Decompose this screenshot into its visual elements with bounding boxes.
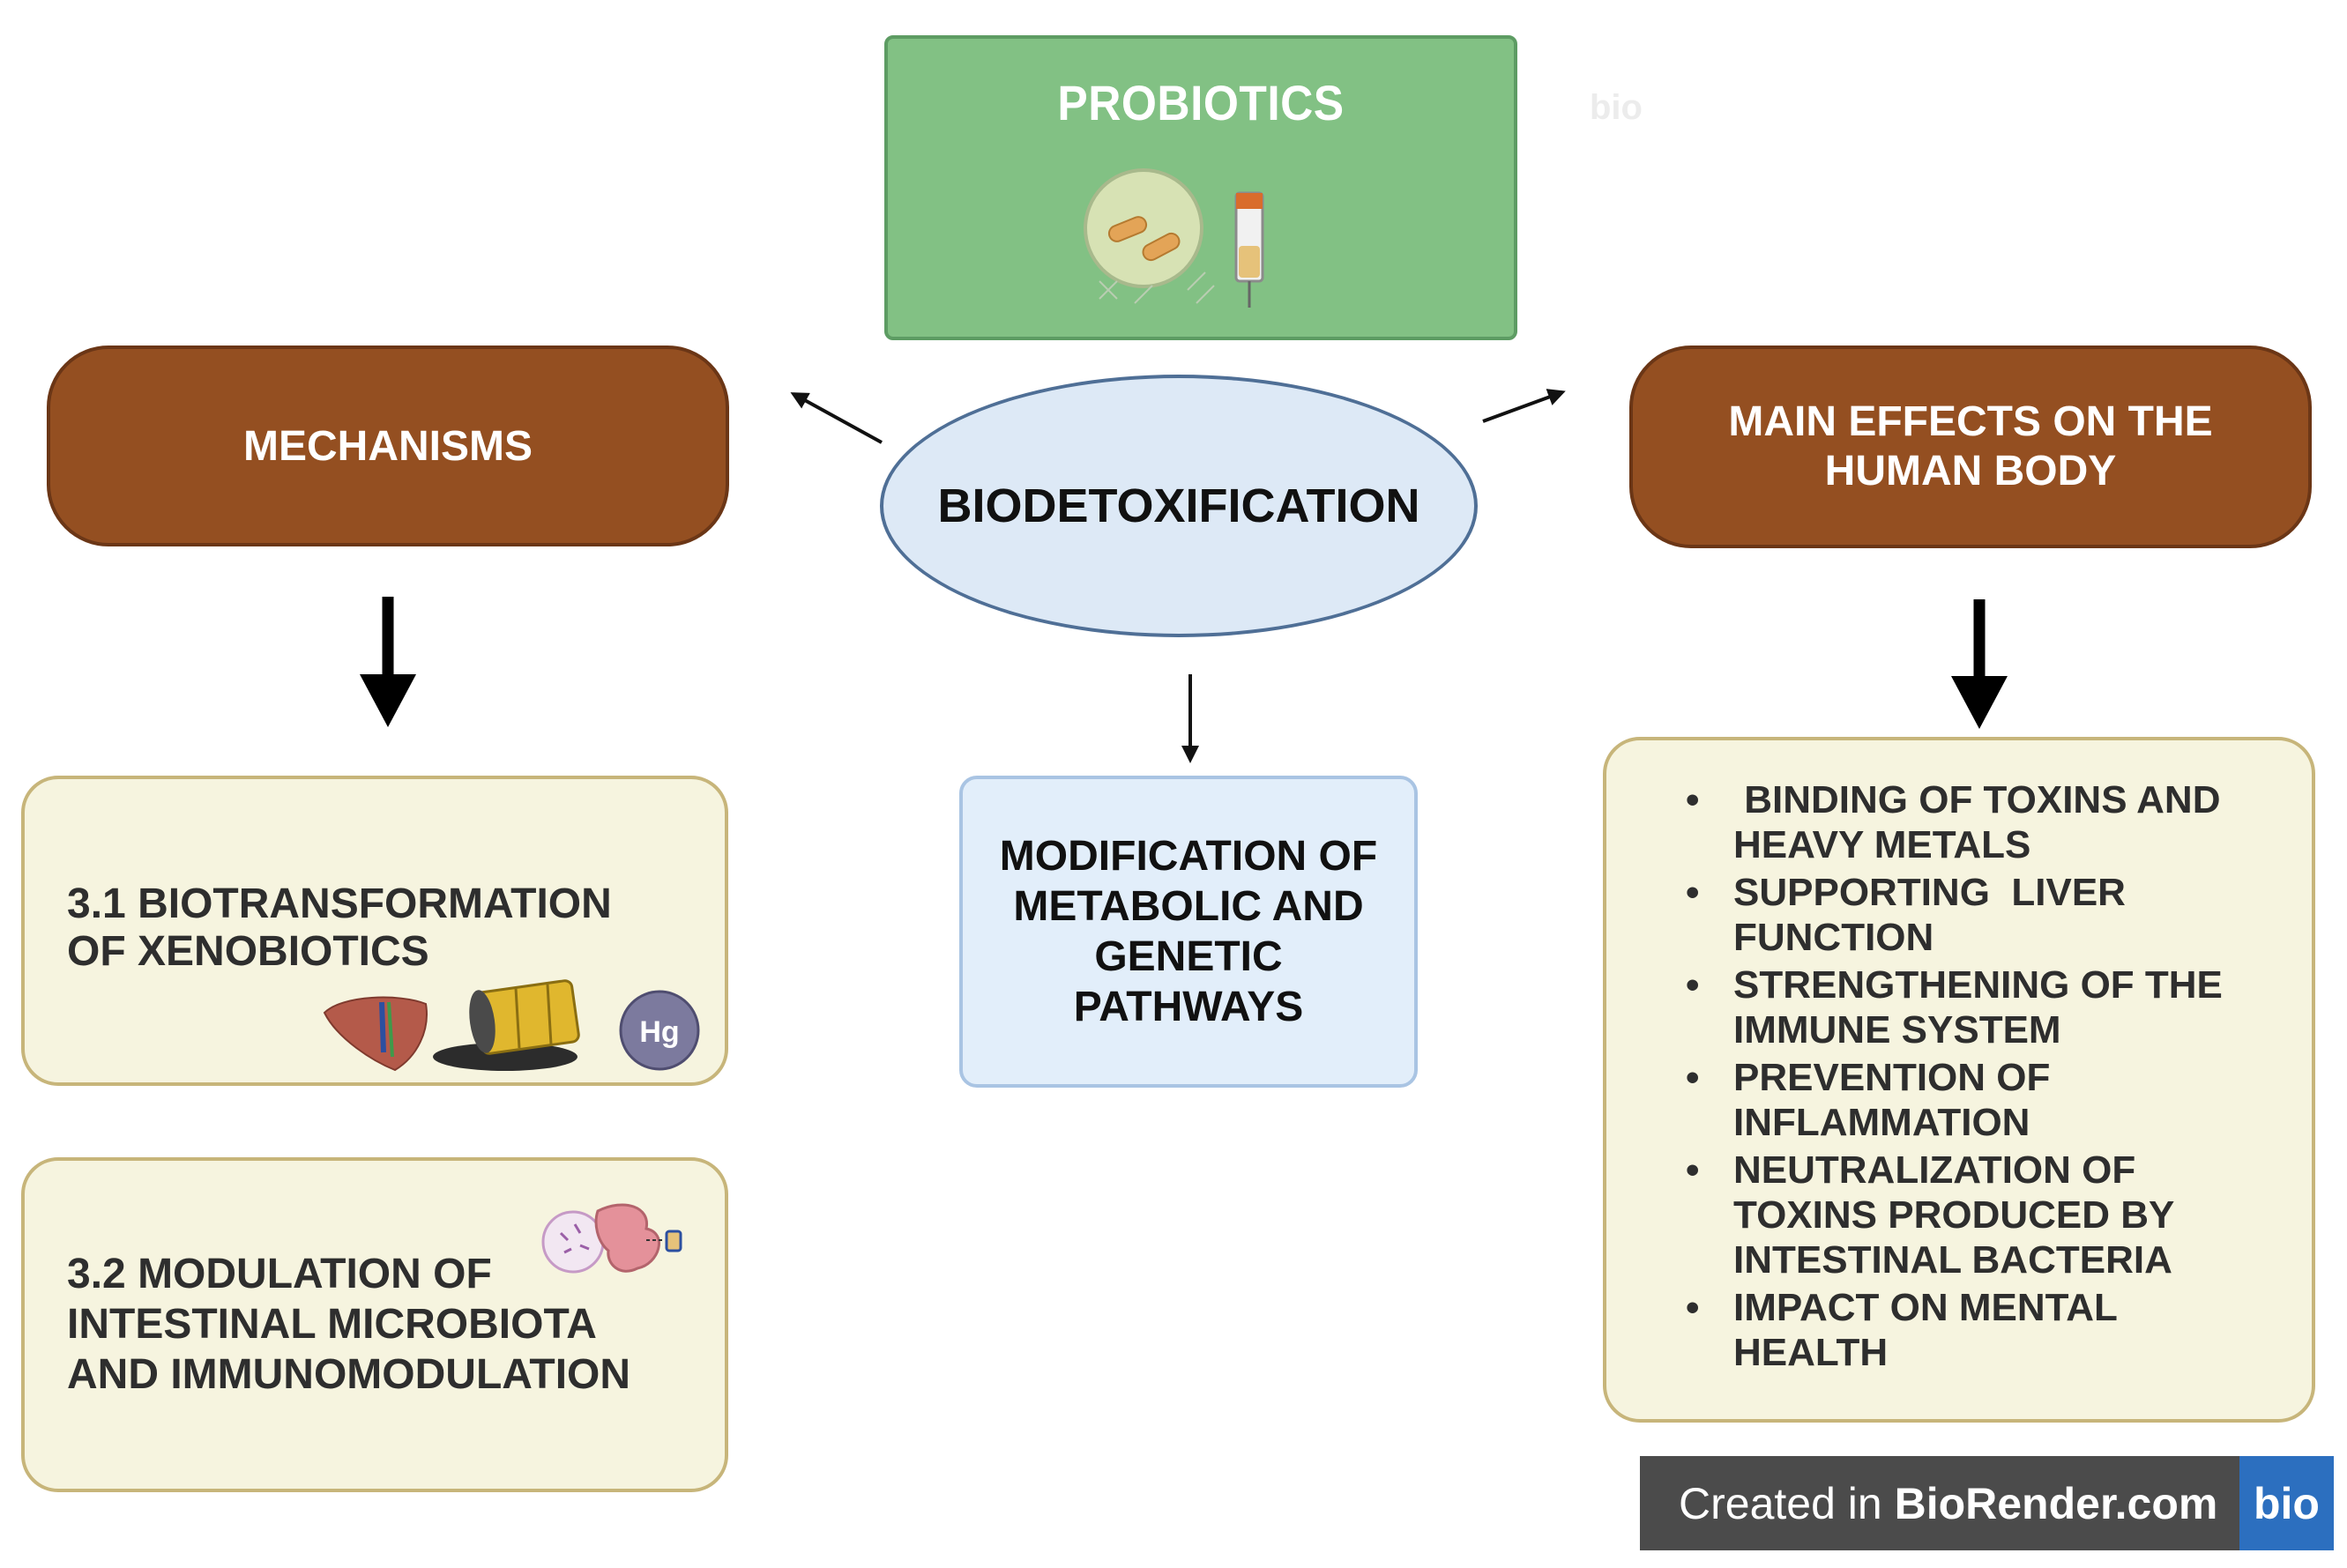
biorender-logo-text: bio xyxy=(2254,1478,2320,1528)
list-item-line: HEAVY METALS xyxy=(1733,823,2031,866)
credit-prefix: Created in xyxy=(1679,1478,1895,1528)
modification-line2: METABOLIC AND xyxy=(1013,883,1364,930)
list-item-line: HEALTH xyxy=(1733,1331,1889,1374)
list-item-line: IMMUNE SYSTEM xyxy=(1733,1008,2061,1052)
modification-line3: GENETIC xyxy=(1094,933,1283,980)
list-item-line: INTESTINAL BACTERIA xyxy=(1733,1238,2172,1282)
list-item: NEUTRALIZATION OF TOXINS PRODUCED BY INT… xyxy=(1686,1148,2303,1282)
list-item-line: PREVENTION OF xyxy=(1733,1056,2051,1099)
modification-box: MODIFICATION OF METABOLIC AND GENETIC PA… xyxy=(959,776,1418,1088)
list-item-line: SUPPORTING LIVER xyxy=(1733,871,2126,914)
test-tube-icon xyxy=(1234,191,1264,308)
biotransformation-line1: 3.1 BIOTRANSFORMATION xyxy=(67,881,612,927)
biorender-logo-icon: bio xyxy=(2239,1456,2334,1550)
biorender-credit-text: Created in BioRender.com xyxy=(1679,1456,2217,1550)
main-effects-title-line1: MAIN EFFECTS ON THE xyxy=(1728,398,2213,445)
bacteria-petri-dish-icon xyxy=(1084,168,1215,304)
biotransformation-line2: OF XENOBIOTICS xyxy=(67,928,429,975)
list-item-line: BINDING OF TOXINS AND xyxy=(1733,778,2221,821)
mercury-icon: Hg xyxy=(619,990,700,1071)
mercury-symbol: Hg xyxy=(639,1015,679,1049)
list-item-line: IMPACT ON MENTAL xyxy=(1733,1286,2118,1329)
list-item: SUPPORTING LIVER FUNCTION xyxy=(1686,870,2303,960)
list-item-line: TOXINS PRODUCED BY xyxy=(1733,1193,2175,1237)
mechanisms-box: MECHANISMS xyxy=(47,346,729,546)
biodetoxification-node: BIODETOXIFICATION xyxy=(880,375,1478,637)
modification-line1: MODIFICATION OF xyxy=(999,833,1378,880)
list-item-line: STRENGTHENING OF THE xyxy=(1733,963,2223,1007)
biotransformation-box: 3.1 BIOTRANSFORMATION OF XENOBIOTICS Hg xyxy=(21,776,728,1086)
intestine-microbiota-icon xyxy=(541,1203,682,1274)
biotransformation-illustration: Hg xyxy=(323,979,700,1072)
arrow-to-effects xyxy=(1482,389,1566,423)
oil-barrel-icon xyxy=(433,979,580,1071)
watermark-logo: bio xyxy=(1590,87,1643,127)
microbiota-box: 3.2 MODULATION OF INTESTINAL MICROBIOTA … xyxy=(21,1157,728,1492)
list-item-line: INFLAMMATION xyxy=(1733,1101,2030,1144)
modification-line4: PATHWAYS xyxy=(1073,984,1304,1030)
microbiota-line2: INTESTINAL MICROBIOTA xyxy=(67,1301,597,1348)
microbiota-line1: 3.2 MODULATION OF xyxy=(67,1251,492,1297)
biotransformation-label: 3.1 BIOTRANSFORMATION OF XENOBIOTICS xyxy=(67,881,612,976)
list-item: STRENGTHENING OF THE IMMUNE SYSTEM xyxy=(1686,962,2303,1052)
probiotics-title: PROBIOTICS xyxy=(1057,75,1345,130)
list-item: PREVENTION OF INFLAMMATION xyxy=(1686,1055,2303,1145)
arrow-effects-down xyxy=(1951,599,2008,729)
list-item: IMPACT ON MENTAL HEALTH xyxy=(1686,1285,2303,1375)
liver-icon xyxy=(323,996,428,1072)
biodetoxification-label: BIODETOXIFICATION xyxy=(937,479,1420,532)
list-item: BINDING OF TOXINS AND HEAVY METALS xyxy=(1686,777,2303,867)
main-effects-title-line2: HUMAN BODY xyxy=(1824,448,2117,494)
probiotics-illustration xyxy=(1084,168,1264,308)
mechanisms-title: MECHANISMS xyxy=(242,422,533,470)
effects-list: BINDING OF TOXINS AND HEAVY METALS SUPPO… xyxy=(1686,777,2303,1378)
microbiota-line3: AND IMMUNOMODULATION xyxy=(67,1351,631,1398)
microbiota-label: 3.2 MODULATION OF INTESTINAL MICROBIOTA … xyxy=(67,1249,630,1400)
list-item-line: FUNCTION xyxy=(1733,916,1934,959)
effects-list-box: BINDING OF TOXINS AND HEAVY METALS SUPPO… xyxy=(1603,737,2315,1423)
main-effects-box: MAIN EFFECTS ON THE HUMAN BODY xyxy=(1629,346,2312,548)
arrow-to-mechanisms xyxy=(790,392,883,444)
biorender-badge[interactable]: Created in BioRender.com bio xyxy=(1640,1456,2334,1550)
list-item-line: NEUTRALIZATION OF xyxy=(1733,1148,2136,1192)
probiotics-box: PROBIOTICS xyxy=(884,35,1517,340)
arrow-mechanisms-down xyxy=(360,597,416,727)
credit-brand: BioRender.com xyxy=(1894,1478,2218,1528)
